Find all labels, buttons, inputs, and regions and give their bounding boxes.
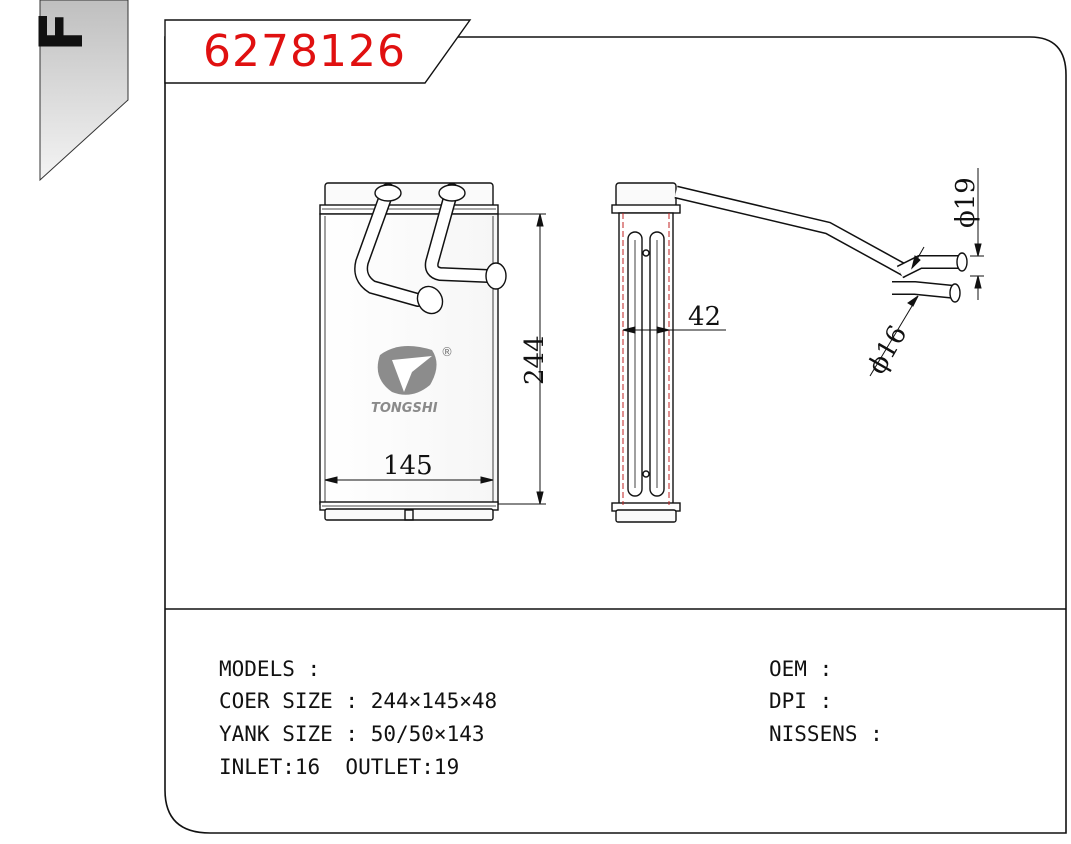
- part-number: 6278126: [203, 26, 406, 77]
- side-tab: F: [27, 0, 129, 182]
- logo-registered-mark: ®: [441, 345, 453, 359]
- logo-brand-text: TONGSHI: [371, 401, 438, 416]
- drawing-frame: [164, 36, 1067, 834]
- heater-core-side-view: [611, 182, 968, 523]
- spec-oem: OEM :: [769, 657, 833, 681]
- dim-inlet-diameter: [869, 246, 925, 377]
- spec-inlet-outlet: INLET:16 OUTLET:19: [219, 755, 460, 779]
- spec-tank-size: YANK SIZE : 50/50×143: [219, 722, 485, 746]
- dim-width-label: 145: [383, 451, 433, 481]
- spec-core-size: COER SIZE : 244×145×48: [219, 689, 498, 713]
- dim-height: [498, 213, 546, 505]
- dim-width: [324, 476, 494, 484]
- spec-models: MODELS :: [219, 657, 321, 681]
- spec-dpi: DPI :: [769, 689, 833, 713]
- spec-nissens: NISSENS :: [769, 722, 883, 746]
- dim-outlet-diameter: [970, 168, 984, 300]
- dim-thickness: [622, 326, 726, 334]
- side-tab-letter: F: [27, 11, 97, 52]
- dim-outlet-diameter-label: ϕ19: [951, 177, 981, 228]
- dim-inlet-diameter-label: ϕ16: [862, 320, 913, 379]
- dim-height-label: 244: [520, 335, 550, 385]
- tongshi-logo: ® TONGSHI: [371, 345, 453, 416]
- dim-thickness-label: 42: [688, 302, 721, 332]
- title-tab: [164, 19, 472, 84]
